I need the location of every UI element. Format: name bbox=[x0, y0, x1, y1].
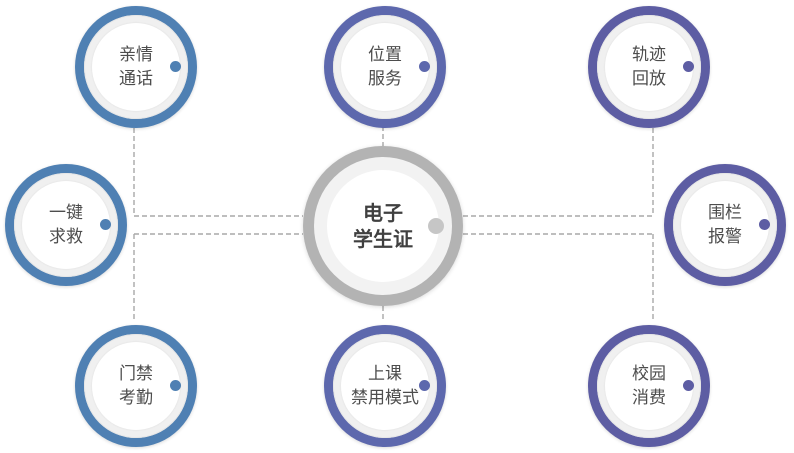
core bbox=[605, 342, 693, 430]
core bbox=[605, 23, 693, 111]
center-core bbox=[327, 170, 439, 282]
node-label-line1: 一键 bbox=[49, 203, 83, 223]
node-label-line2: 禁用模式 bbox=[351, 388, 419, 408]
dot-marker-icon bbox=[170, 61, 181, 72]
center-node-electronic-student-id: 电子 学生证 bbox=[303, 146, 463, 306]
center-dot-icon bbox=[428, 218, 444, 234]
dot-marker-icon bbox=[419, 61, 430, 72]
center-label-line2: 学生证 bbox=[353, 227, 413, 251]
node-label-line1: 轨迹 bbox=[632, 45, 666, 65]
node-campus-payment: 校园 消费 bbox=[588, 325, 710, 447]
dot-marker-icon bbox=[100, 219, 111, 230]
node-label-line1: 位置 bbox=[368, 45, 402, 65]
dot-marker-icon bbox=[170, 380, 181, 391]
dot-marker-icon bbox=[683, 61, 694, 72]
node-label: 校园 消费 bbox=[606, 343, 692, 429]
node-label-line2: 通话 bbox=[119, 69, 153, 89]
node-label-line1: 亲情 bbox=[119, 45, 153, 65]
node-label: 门禁 考勤 bbox=[93, 343, 179, 429]
node-label: 围栏 报警 bbox=[682, 182, 768, 268]
dot-marker-icon bbox=[683, 380, 694, 391]
node-label: 轨迹 回放 bbox=[606, 24, 692, 110]
node-label: 上课 禁用模式 bbox=[342, 343, 428, 429]
core bbox=[341, 23, 429, 111]
node-track-playback: 轨迹 回放 bbox=[588, 6, 710, 128]
core bbox=[92, 23, 180, 111]
dot-marker-icon bbox=[759, 219, 770, 230]
node-label-line2: 求救 bbox=[49, 227, 83, 247]
core bbox=[22, 181, 110, 269]
node-label-line2: 回放 bbox=[632, 69, 666, 89]
node-label-line2: 报警 bbox=[708, 227, 742, 247]
dot-marker-icon bbox=[419, 380, 430, 391]
node-label: 亲情 通话 bbox=[93, 24, 179, 110]
node-access-attendance: 门禁 考勤 bbox=[75, 325, 197, 447]
node-label-line1: 门禁 bbox=[119, 364, 153, 384]
node-label-line2: 考勤 bbox=[119, 388, 153, 408]
center-label-line1: 电子 bbox=[363, 201, 403, 225]
node-label: 一键 求救 bbox=[23, 182, 109, 268]
node-family-call: 亲情 通话 bbox=[75, 6, 197, 128]
core bbox=[681, 181, 769, 269]
node-location-service: 位置 服务 bbox=[324, 6, 446, 128]
core bbox=[92, 342, 180, 430]
node-geofence-alarm: 围栏 报警 bbox=[664, 164, 786, 286]
center-label: 电子 学生证 bbox=[327, 170, 439, 282]
node-sos: 一键 求救 bbox=[5, 164, 127, 286]
node-label-line1: 围栏 bbox=[708, 203, 742, 223]
node-label-line2: 消费 bbox=[632, 388, 666, 408]
node-label-line2: 服务 bbox=[368, 69, 402, 89]
node-class-mode: 上课 禁用模式 bbox=[324, 325, 446, 447]
node-label-line1: 校园 bbox=[632, 364, 666, 384]
core bbox=[341, 342, 429, 430]
node-label-line1: 上课 bbox=[368, 364, 402, 384]
node-label: 位置 服务 bbox=[342, 24, 428, 110]
